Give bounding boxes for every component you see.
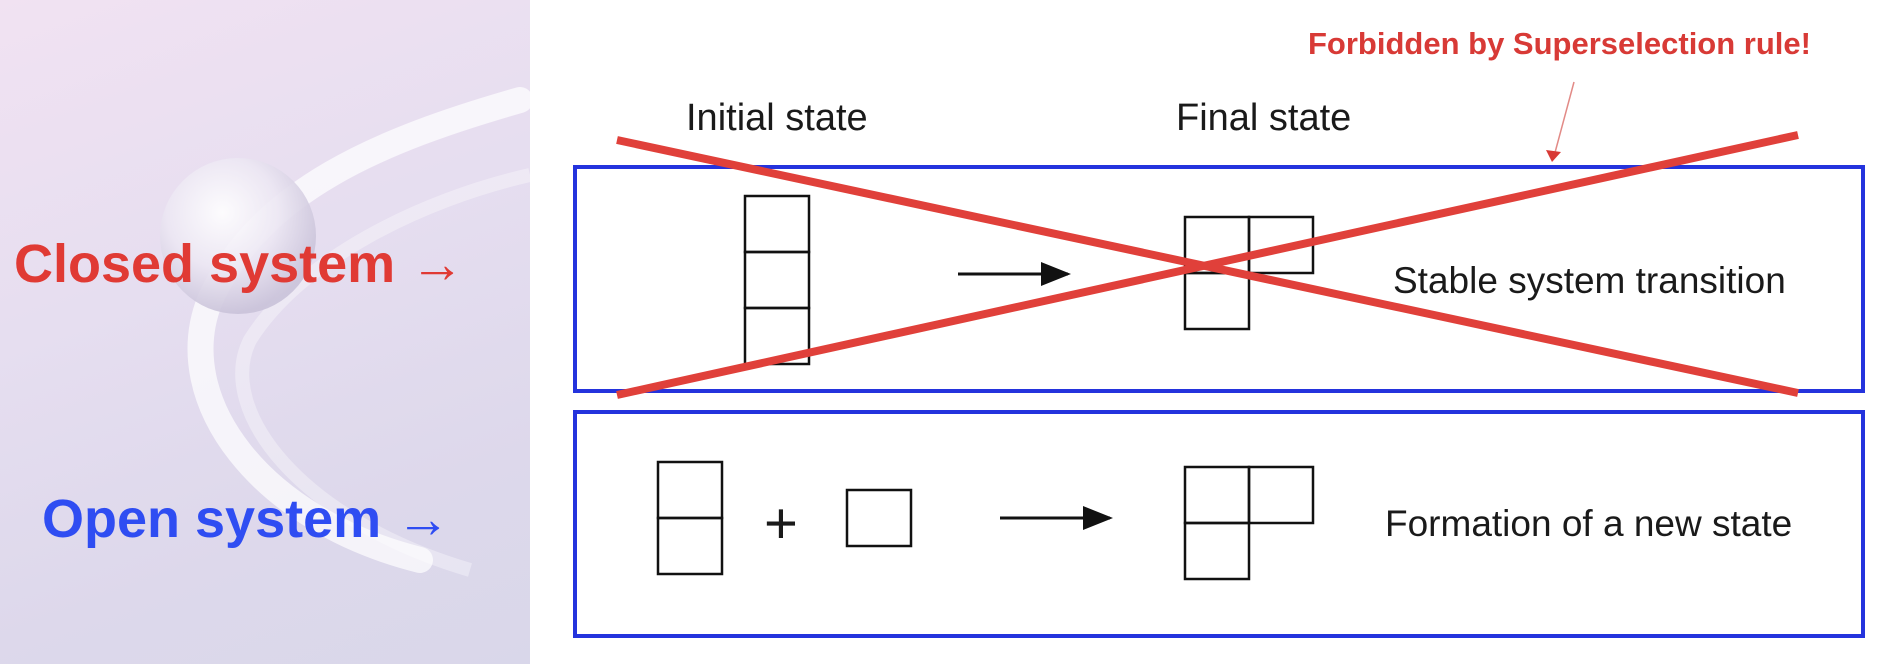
- open-row-description: Formation of a new state: [1385, 503, 1793, 544]
- open-system-row: [573, 410, 1865, 638]
- initial-state-header: Initial state: [686, 97, 868, 139]
- plus-sign: +: [764, 491, 798, 556]
- closed-row-description: Stable system transition: [1393, 260, 1786, 301]
- closed-system-label: Closed system →: [14, 234, 465, 294]
- final-state-header: Final state: [1176, 97, 1352, 139]
- decorative-swirl: [160, 87, 530, 577]
- open-system-label: Open system →: [42, 489, 451, 549]
- forbidden-note: Forbidden by Superselection rule!: [1308, 26, 1811, 61]
- slide-background: [0, 0, 530, 664]
